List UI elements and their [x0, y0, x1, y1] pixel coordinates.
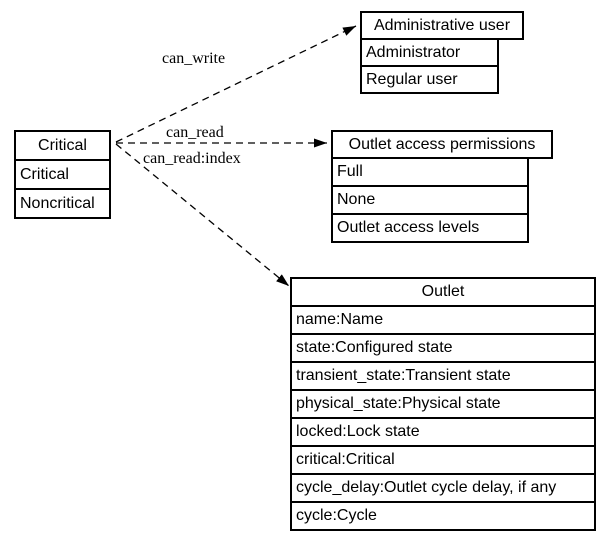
outlet-row: state:Configured state [290, 333, 596, 363]
outlet-access-row: None [331, 185, 529, 215]
outlet-access-box-title: Outlet access permissions [331, 130, 553, 159]
edge-label-can-write: can_write [162, 50, 226, 67]
outlet-row: locked:Lock state [290, 417, 596, 447]
edge-label-can-read-index: can_read:index [143, 150, 241, 167]
critical-box-title: Critical [14, 130, 111, 161]
edge-can-read-index-line [115, 143, 290, 287]
critical-row: Critical [14, 159, 111, 190]
outlet-row: critical:Critical [290, 445, 596, 475]
outlet-box-title: Outlet [290, 277, 596, 307]
edge-can-write-line [115, 25, 357, 143]
outlet-row: name:Name [290, 305, 596, 335]
admin-user-row: Regular user [360, 65, 499, 94]
outlet-row: cycle:Cycle [290, 501, 596, 531]
admin-user-row: Administrator [360, 38, 499, 67]
outlet-access-row: Outlet access levels [331, 213, 529, 243]
outlet-access-row: Full [331, 157, 529, 187]
outlet-row: transient_state:Transient state [290, 361, 596, 391]
outlet-row: cycle_delay:Outlet cycle delay, if any [290, 473, 596, 503]
admin-user-box-title: Administrative user [360, 11, 524, 40]
critical-row: Noncritical [14, 188, 111, 219]
edge-label-can-read: can_read [166, 124, 224, 141]
outlet-row: physical_state:Physical state [290, 389, 596, 419]
